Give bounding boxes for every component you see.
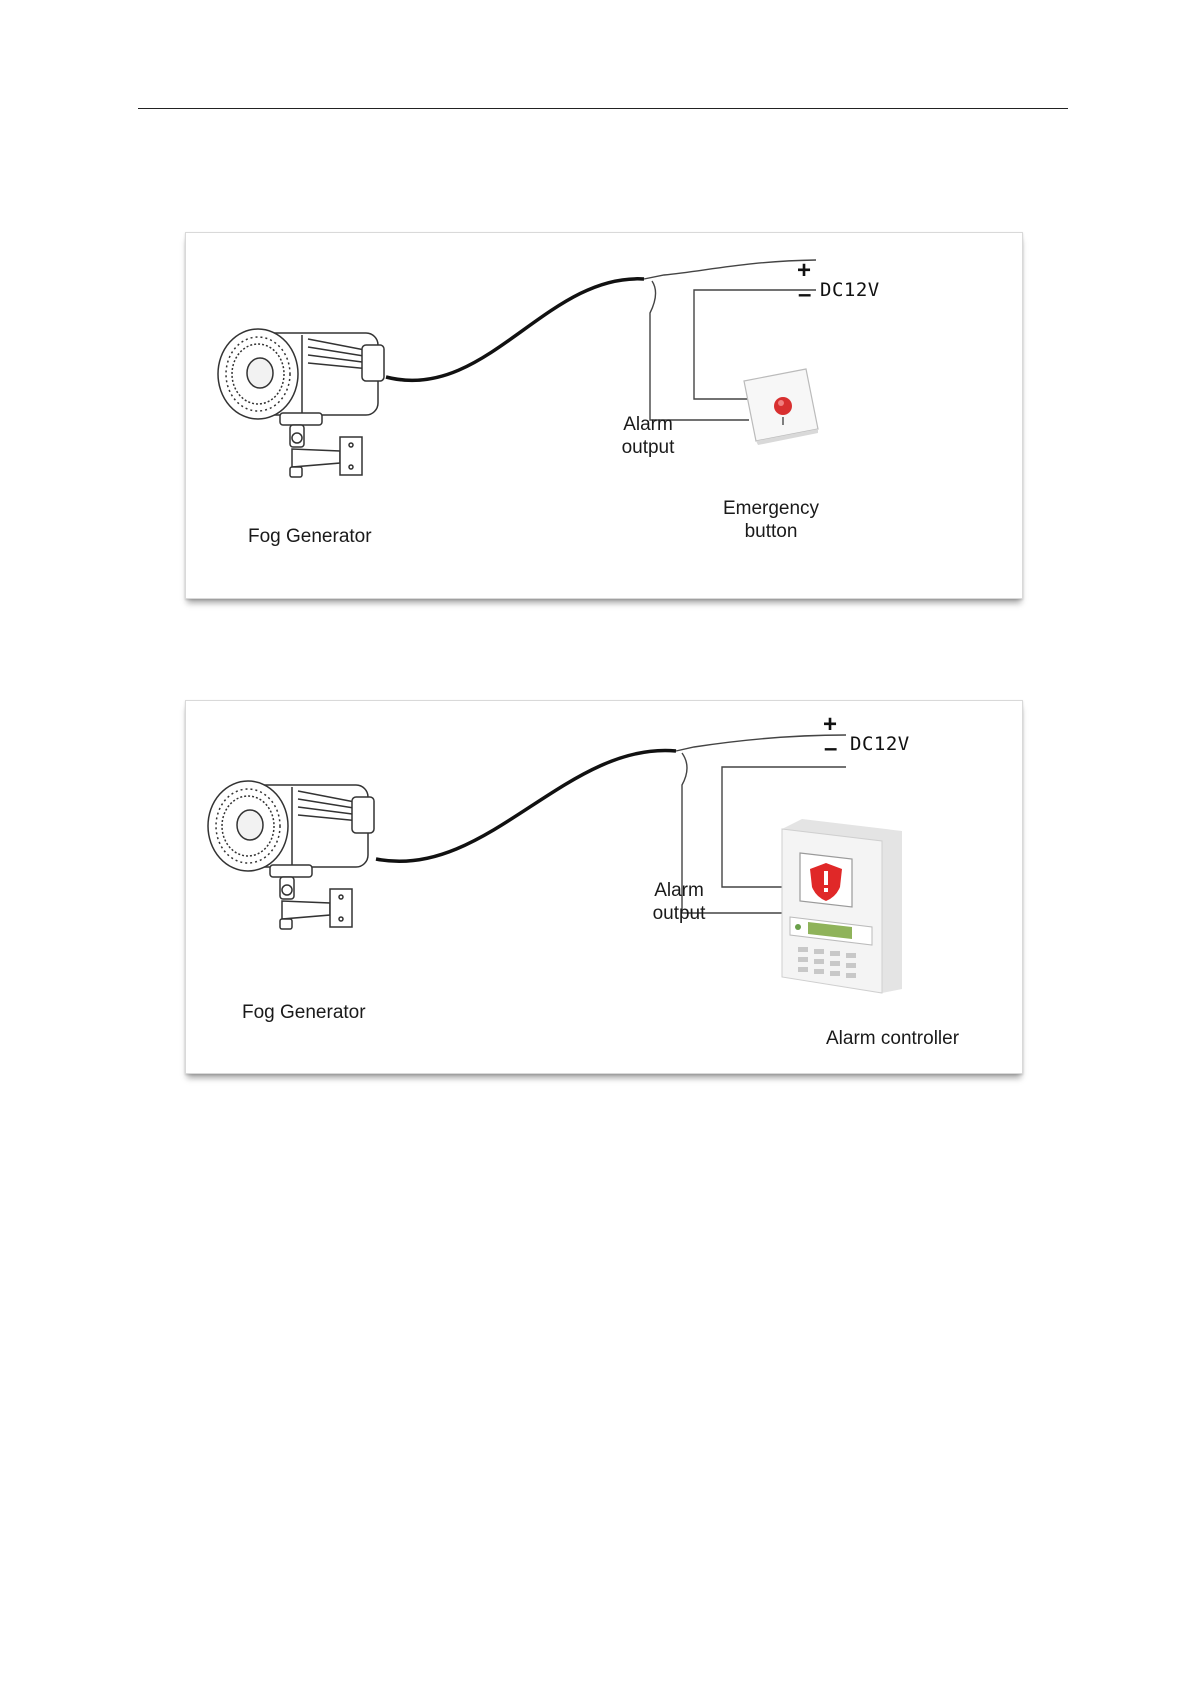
alarm-output-label: Alarm output [643,879,715,925]
negative-terminal-sign: – [798,283,811,307]
negative-terminal-sign: – [824,737,837,761]
fog-generator-label: Fog Generator [248,525,372,548]
alarm-output-label: Alarm output [612,413,684,459]
fog-generator-label: Fog Generator [242,1001,366,1024]
header-rule [138,108,1068,109]
wiring-diagram-emergency-button: + – DC12V Alarm output Emergency button … [185,232,1023,599]
positive-terminal-sign: + [797,259,811,283]
alarm-controller-icon [782,819,902,993]
fog-generator-icon [218,329,384,477]
positive-terminal-sign: + [823,713,837,737]
power-supply-label: DC12V [850,733,910,755]
emergency-button-label: Emergency button [716,497,826,543]
fog-generator-icon [208,781,374,929]
alarm-controller-label: Alarm controller [826,1027,959,1050]
emergency-button-icon [744,369,818,445]
power-supply-label: DC12V [820,279,880,301]
wiring-diagram-alarm-controller: + – DC12V Alarm output Fog Generator Ala… [185,700,1023,1074]
